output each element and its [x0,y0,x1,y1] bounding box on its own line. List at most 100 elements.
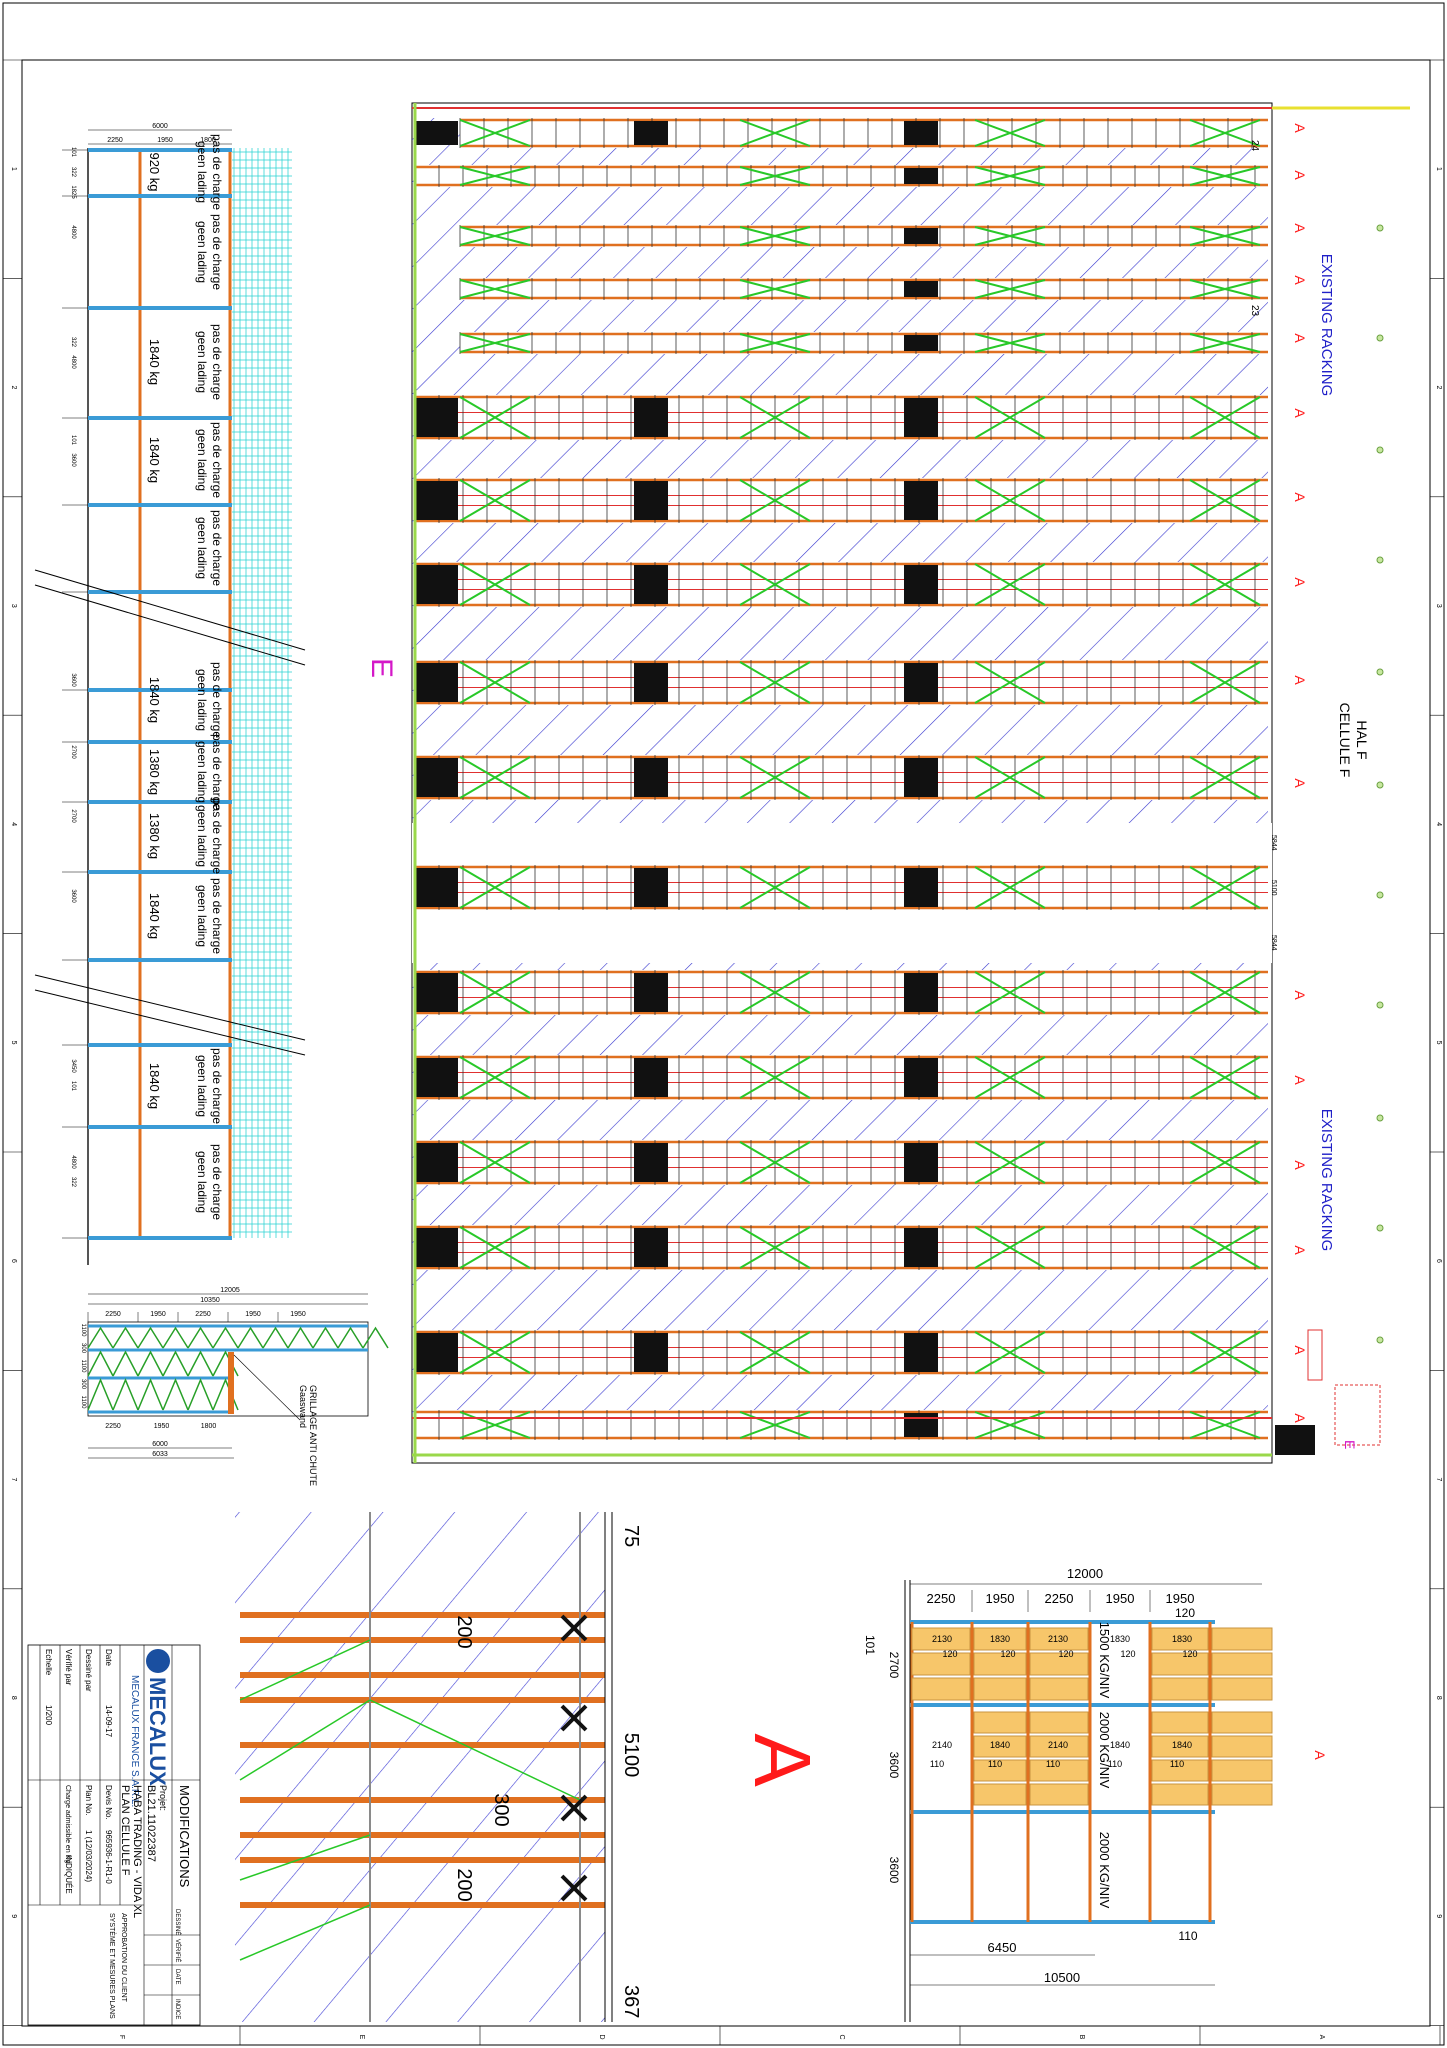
column-marker [1376,781,1384,789]
pallet [973,1735,1027,1758]
pallet [973,1759,1027,1782]
rack-dim: 4800 [70,1155,76,1169]
frame-row-number: 1 [1435,167,1442,171]
mesh-truss [137,1378,164,1411]
mesh-truss [237,1326,264,1349]
rack-dim: 2700 [70,745,76,759]
frame-row-number: 4 [10,822,17,826]
rack-cross-brace [1189,1411,1261,1439]
capacity-3: 2000 KG/NIV [1097,1832,1112,1909]
rack-cross-brace [1189,866,1261,909]
rack-row-bg [460,225,1268,247]
pallet-block [416,121,458,145]
mesh-truss [87,1350,114,1377]
rack-cross-brace [1189,119,1261,147]
section-a-level2-small: 110 [988,1759,1002,1769]
rack-cross-brace [974,279,1046,299]
existing-racking-bottom: EXISTING RACKING [1318,1109,1335,1252]
section-a-mark: A [1292,577,1308,587]
rack-cross-brace [459,119,531,147]
rack-row-bg [415,165,1268,187]
mesh-truss [87,1378,114,1411]
rack-cross-brace [974,119,1046,147]
tb-company-sub: MECALUX FRANCE S.A.R.L. [129,1675,140,1807]
rack-cross-brace [739,563,811,606]
pallet-block [416,868,458,907]
rack-no-load-nl: geen lading [195,517,209,579]
frame-row-number: 3 [10,604,17,608]
pallet-block [634,398,668,437]
safety-mesh-strip [232,148,292,1238]
pallet-block [904,1143,938,1182]
mesh-truss [187,1350,214,1377]
pallet-block [904,335,938,351]
tb-plan-label: Plan No. [84,1785,93,1816]
pallet-block [904,1228,938,1267]
rack-no-load-fr: pas de charge [210,510,224,586]
frame-row-number: 5 [1435,1041,1442,1045]
rack-cross-brace [459,479,531,522]
pallet [1211,1783,1273,1806]
rack-cross-brace [739,226,811,246]
section-a-level1-small: 120 [1182,1649,1197,1659]
rack-cross-brace [1189,226,1261,246]
section-a-level1-dim: 1830 [990,1634,1010,1644]
mesh-top-dim: 1950 [290,1311,306,1318]
tb-modifications: MODIFICATIONS [177,1785,192,1888]
pallet [1211,1652,1273,1676]
mesh-bottom-dim: 2250 [105,1423,121,1430]
section-a-level2-dim: 2140 [1048,1740,1068,1750]
rack-load: 1840 kg [147,893,162,939]
frame-row-number: 8 [1435,1696,1442,1700]
pallet-block [416,481,458,520]
section-a-mark: A [1292,275,1308,285]
tb-header-1: DESSINÉ [174,1909,181,1935]
rack-no-load-nl: geen lading [195,429,209,491]
rack-cross-brace [1189,1226,1261,1269]
pallet [1151,1711,1209,1734]
pallet-block [634,1228,668,1267]
pallet-block [904,1333,938,1372]
mesh-truss [137,1350,164,1377]
pallet-block [416,973,458,1012]
rack-cross-brace [739,279,811,299]
rack-load: 920 kg [147,152,162,191]
tb-header-2: VÉRIFIÉ [174,1939,181,1962]
section-a-mark: A [1292,1413,1308,1423]
tb-date-label: Date [104,1649,113,1666]
rack-load: 1840 kg [147,1063,162,1109]
section-a-mark: A [1292,1160,1308,1170]
section-a-level1-small: 120 [942,1649,957,1659]
rack-dim: 3450 [70,1059,76,1073]
mesh-left-dim: 1100 [80,1360,86,1374]
mesh-top-dim: 1950 [150,1311,166,1318]
rack-cross-brace [974,396,1046,439]
pallet-block [416,1333,458,1372]
frame-row-number: 7 [10,1477,17,1481]
pallet-block [904,121,938,145]
tb-devis-label: Devis No. [104,1785,113,1820]
section-a-level1-dim: 1830 [1172,1634,1192,1644]
aisle-dim-2: 5100 [1270,880,1277,896]
pallet-block [634,1143,668,1182]
pallet [911,1652,971,1676]
aisle-dim-3: 5844 [1270,935,1277,951]
rack-cross-brace [739,866,811,909]
section-a-mark: A [1292,1245,1308,1255]
tb-charge-value: INDIQUÉE [64,1855,73,1894]
frame-row-number: 2 [1435,385,1442,389]
rack-row-bg [415,478,1268,523]
mesh-truss [337,1326,364,1349]
zoom-gap-2: 300 [490,1793,512,1826]
column-marker [1376,1336,1384,1344]
rack-width-1: 2250 [107,137,123,144]
rack-dim: 322 [70,337,76,348]
rack-dim: 101 [70,147,76,158]
hall-label: HAL F [1354,720,1370,759]
mesh-truss [162,1378,189,1411]
frame-row-number: 1 [10,167,17,171]
